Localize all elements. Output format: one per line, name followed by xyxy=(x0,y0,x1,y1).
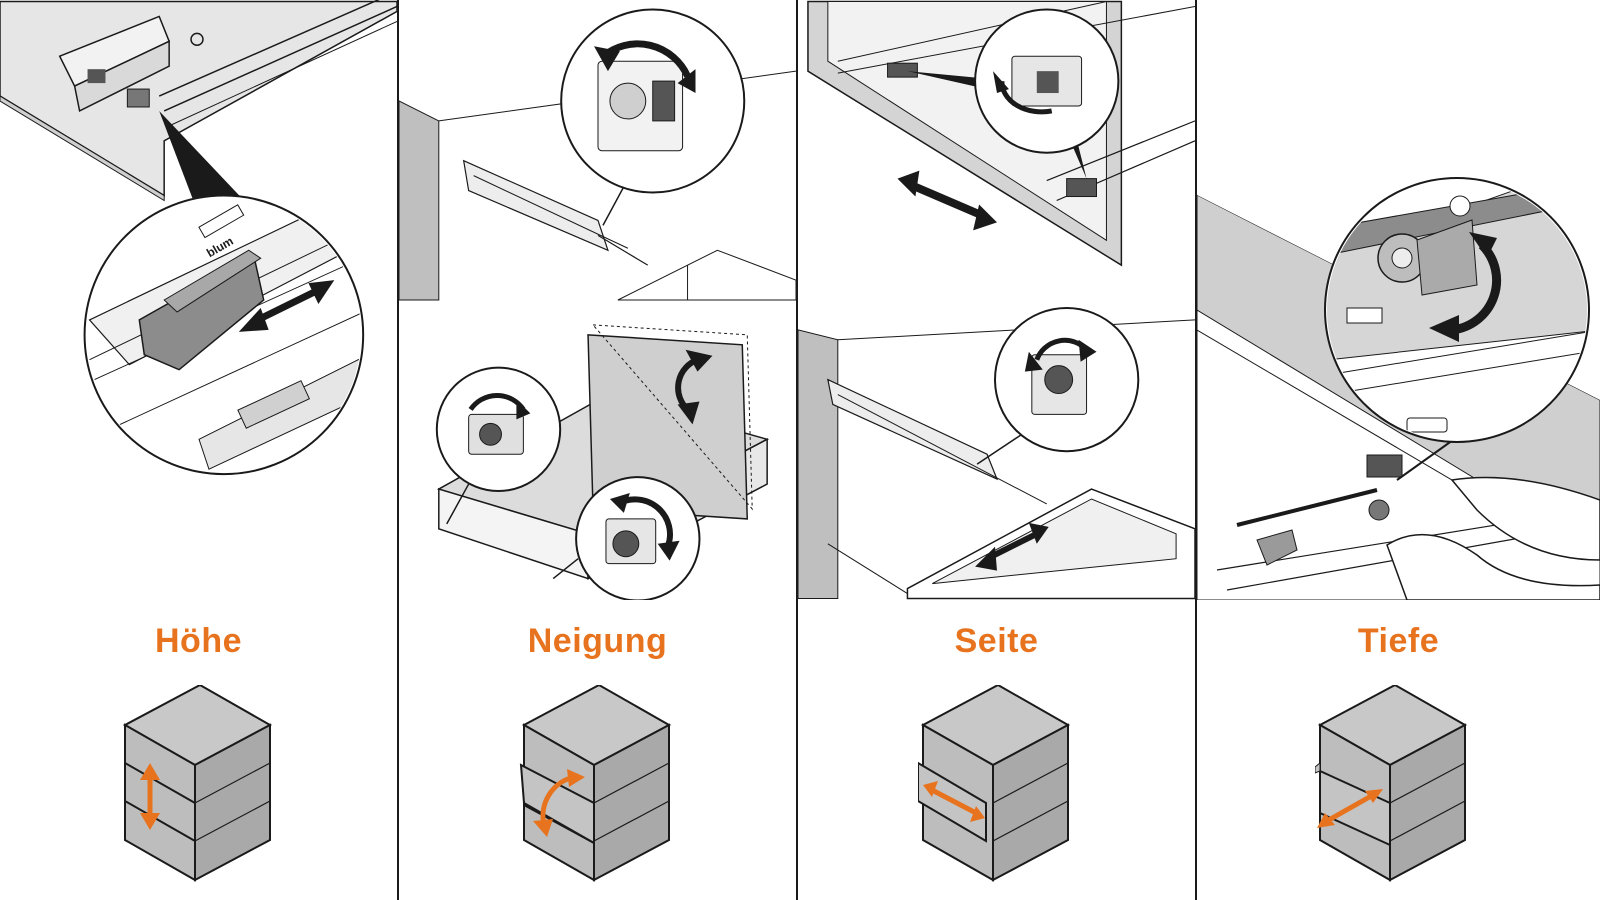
cabinet-icon-tilt xyxy=(519,685,679,885)
diagonal-double-arrow-icon xyxy=(923,781,985,822)
zoom-detail-circle: blum xyxy=(83,194,365,476)
panel-depth: Tiefe xyxy=(1197,0,1600,900)
panel-side: Seite xyxy=(798,0,1197,900)
panel-label-depth: Tiefe xyxy=(1357,622,1440,660)
vertical-double-arrow-icon xyxy=(140,763,160,830)
panel-label-tilt: Neigung xyxy=(527,622,668,660)
cabinet-icon-side xyxy=(918,685,1078,885)
panel-label-height: Höhe xyxy=(155,622,242,660)
panel-height: blum Höhe xyxy=(0,0,399,900)
cabinet-icon-depth xyxy=(1315,685,1475,885)
depth-double-arrow-icon xyxy=(1317,789,1383,828)
side-adjustment-illustration xyxy=(798,0,1195,600)
depth-adjustment-illustration xyxy=(1197,0,1600,600)
locking-device-small xyxy=(58,15,204,113)
panel-tilt: Neigung xyxy=(399,0,798,900)
tilt-adjustment-illustration xyxy=(399,0,796,600)
panel-label-side: Seite xyxy=(954,622,1039,660)
horizontal-double-arrow-icon xyxy=(238,280,335,332)
curved-double-arrow-icon xyxy=(533,769,585,837)
cabinet-icon-height xyxy=(120,685,280,885)
height-adjustment-illustration: blum xyxy=(0,0,397,600)
